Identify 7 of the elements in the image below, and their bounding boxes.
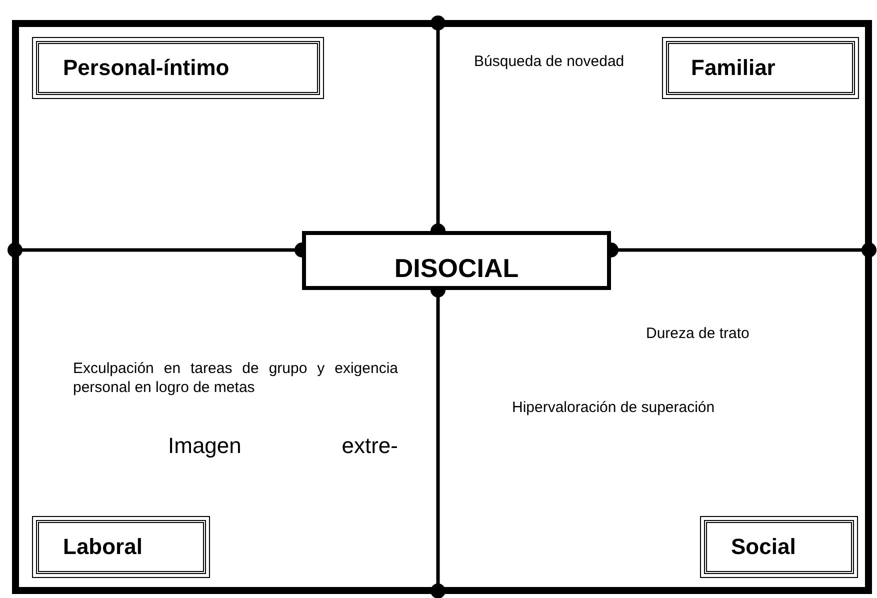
note-text: Hipervaloración de superación: [512, 398, 716, 417]
frame-border: [12, 20, 872, 594]
note-text: Búsqueda de novedad: [474, 52, 626, 71]
note-text: Imagen extre-: [168, 432, 398, 460]
note-text: Exculpación en tareas de grupo y exigencia personal en logro de metas: [73, 359, 398, 397]
center-box: DISOCIAL: [302, 231, 611, 290]
note-text: Dureza de trato: [646, 324, 750, 343]
